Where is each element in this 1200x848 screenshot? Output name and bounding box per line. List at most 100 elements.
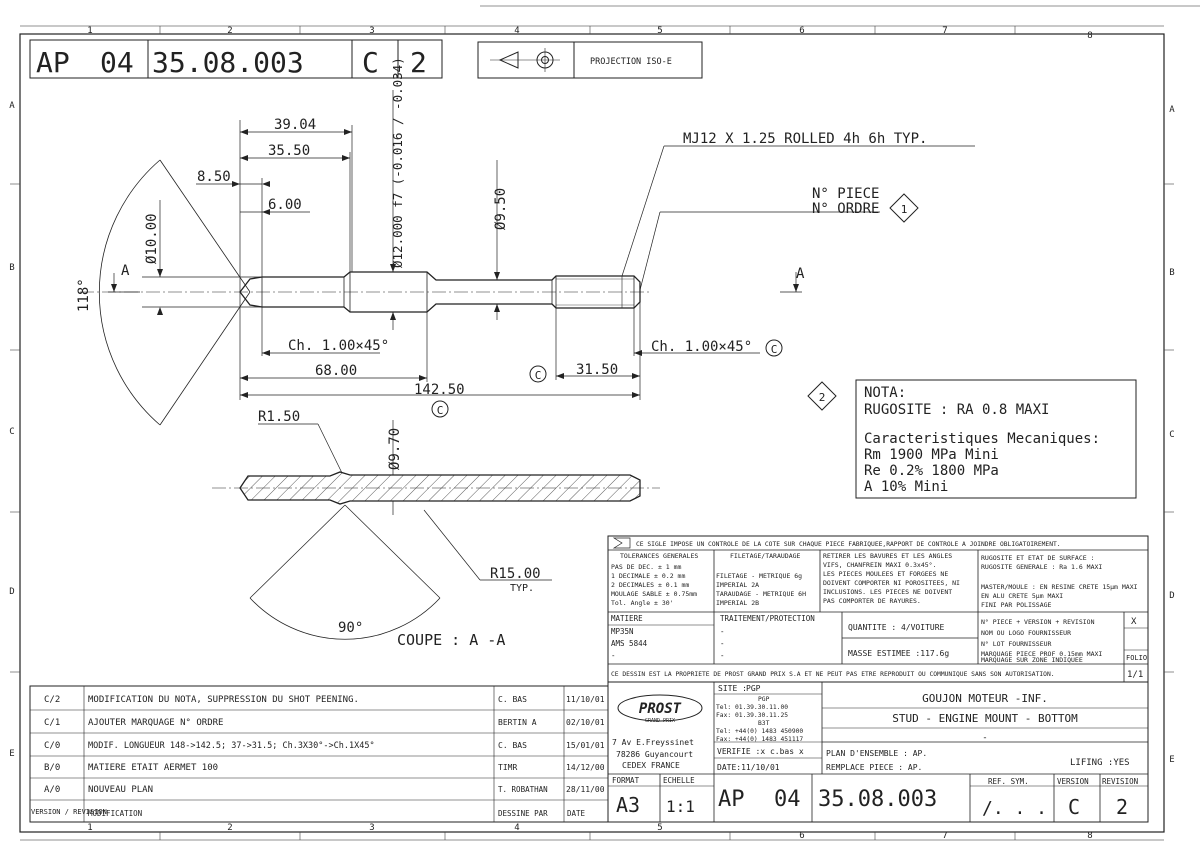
angle-118-arc bbox=[98, 159, 251, 426]
grid-row-b: B bbox=[9, 263, 14, 273]
grid-col-5b: 5 bbox=[657, 823, 662, 833]
revision-row: C/1 AJOUTER MARQUAGE N° ORDRE BERTIN A 0… bbox=[44, 718, 605, 728]
svg-text:28/11/00: 28/11/00 bbox=[566, 785, 605, 794]
prost-logo-sub: GRAND PRIX bbox=[645, 718, 675, 724]
dim-dia-10: Ø10.00 bbox=[144, 213, 160, 264]
chamfer-left: Ch. 1.00×45° bbox=[288, 338, 389, 354]
svg-text:T. ROBATHAN: T. ROBATHAN bbox=[498, 785, 548, 794]
marquage-0: N° PIECE + VERSION + REVISION bbox=[981, 618, 1095, 626]
dim-angle-118: 118° bbox=[76, 278, 92, 312]
radius-15: R15.00 bbox=[490, 566, 541, 582]
nota-marker: 2 bbox=[819, 391, 826, 404]
bottom-dimensions bbox=[239, 292, 760, 400]
folio-value: 1/1 bbox=[1127, 670, 1143, 680]
svg-text:B/0: B/0 bbox=[44, 763, 60, 773]
grid-col-3: 3 bbox=[369, 26, 374, 36]
svg-text:15/01/01: 15/01/01 bbox=[566, 741, 605, 750]
title-line-2: STUD - ENGINE MOUNT - BOTTOM bbox=[892, 712, 1078, 725]
dimension-texts: 39.04 35.50 8.50 6.00 Ø10.00 118° Ø12.00… bbox=[76, 57, 927, 398]
site-value: PGP bbox=[746, 684, 761, 693]
rev-header-by: DESSINE PAR bbox=[498, 809, 548, 818]
revision-row: C/0 MODIF. LONGUEUR 148->142.5; 37->31.5… bbox=[44, 741, 605, 751]
projection-symbol-icon bbox=[490, 48, 560, 72]
nota-box: 2 NOTA: RUGOSITE : RA 0.8 MAXI Caracteri… bbox=[807, 379, 1137, 499]
remplace-piece: REMPLACE PIECE : AP. bbox=[826, 763, 922, 772]
svg-text:MATIERE ETAIT AERMET 100: MATIERE ETAIT AERMET 100 bbox=[88, 763, 218, 773]
grid-col-2: 2 bbox=[227, 26, 232, 36]
svg-text:02/10/01: 02/10/01 bbox=[566, 718, 605, 727]
section-view bbox=[212, 420, 660, 640]
nota-line-0: NOTA: bbox=[864, 385, 906, 401]
block-ap-num: 04 bbox=[774, 787, 801, 812]
svg-text:C: C bbox=[437, 404, 444, 417]
marquage-3: MARQUAGE PIECE PROF 0.15mm MAXI bbox=[981, 650, 1102, 658]
grid-col-4: 4 bbox=[514, 26, 519, 36]
filet-title: FILETAGE/TARAUDAGE bbox=[730, 552, 801, 560]
pgp-1: Tel: 01.39.30.11.00 bbox=[716, 704, 788, 711]
bavures-0: RETIRER LES BAVURES ET LES ANGLES bbox=[823, 552, 952, 560]
matiere-0: MP35N bbox=[611, 627, 634, 636]
traitement-2: - bbox=[720, 651, 725, 660]
revision-value: 2 bbox=[1116, 795, 1128, 819]
grid-row-a: A bbox=[9, 101, 15, 111]
grid-col-8b: 8 bbox=[1087, 831, 1092, 841]
version-value: C bbox=[1068, 795, 1080, 819]
matiere-1: AMS 5844 bbox=[611, 639, 648, 648]
dim-arrows bbox=[111, 129, 799, 320]
bottom-arrows bbox=[240, 350, 642, 398]
tol-title: TOLERANCES GENERALES bbox=[620, 552, 698, 560]
header-part-no: 35.08.003 bbox=[152, 46, 304, 79]
title-line-1: GOUJON MOTEUR -INF. bbox=[922, 692, 1048, 705]
svg-text:MODIFICATION DU NOTA, SUPPRESS: MODIFICATION DU NOTA, SUPPRESSION DU SHO… bbox=[88, 695, 359, 705]
site-label: SITE : bbox=[718, 684, 747, 693]
grid-col-7: 7 bbox=[942, 26, 947, 36]
stud-side-view bbox=[80, 271, 650, 313]
nota-line-5: Re 0.2% 1800 MPa bbox=[864, 463, 999, 479]
dim-dia-9-50: Ø9.50 bbox=[493, 188, 509, 230]
section-a-right: A bbox=[796, 266, 805, 282]
coupe-label: COUPE : A -A bbox=[397, 631, 505, 649]
version-label: VERSION bbox=[1057, 777, 1089, 786]
revision-table: C/2 MODIFICATION DU NOTA, SUPPRESSION DU… bbox=[31, 695, 605, 818]
svg-text:C/1: C/1 bbox=[44, 718, 60, 728]
rugo-0: RUGOSITE ET ETAT DE SURFACE : bbox=[981, 554, 1095, 562]
svg-text:1: 1 bbox=[901, 203, 908, 216]
bavures-2: LES PIECES MOULEES ET FORGEES NE bbox=[823, 570, 948, 578]
folio-label: FOLIO bbox=[1126, 654, 1147, 662]
filet-row-2: TARAUDAGE - METRIQUE 6H bbox=[716, 590, 806, 598]
date: DATE:11/10/01 bbox=[717, 763, 780, 772]
bavures-5: PAS COMPORTER DE RAYURES. bbox=[823, 597, 921, 605]
dim-6-00: 6.00 bbox=[268, 197, 302, 213]
dim-31-50: 31.50 bbox=[576, 362, 618, 378]
address-0: 7 Av E.Freyssinet bbox=[612, 738, 694, 747]
format-label: FORMAT bbox=[612, 776, 640, 785]
rugo-1: RUGOSITE GENERALE : Ra 1.6 MAXI bbox=[981, 563, 1102, 571]
nota-line-1: RUGOSITE : RA 0.8 MAXI bbox=[864, 402, 1049, 418]
note-1-diamond-icon: 1 bbox=[889, 193, 919, 223]
plan-ensemble: PLAN D'ENSEMBLE : AP. bbox=[826, 749, 927, 758]
svg-text:C. BAS: C. BAS bbox=[498, 695, 527, 704]
grid-row-e: E bbox=[9, 749, 14, 759]
tol-row-4: Tol. Angle ± 30' bbox=[611, 599, 674, 607]
section-a-left: A bbox=[121, 263, 130, 279]
rugo-4: EN ALU CRETE 5µm MAXI bbox=[981, 592, 1063, 600]
filet-row-3: IMPERIAL 2B bbox=[716, 599, 759, 607]
grid-col-6b: 6 bbox=[799, 831, 804, 841]
bavures-4: INCLUSIONS. LES PIECES NE DOIVENT bbox=[823, 588, 952, 596]
filet-row-1: IMPERIAL 2A bbox=[716, 581, 759, 589]
address-1: 78286 Guyancourt bbox=[616, 750, 693, 759]
grid-row-d: D bbox=[9, 587, 14, 597]
grid-col-8: 8 bbox=[1087, 31, 1092, 41]
dim-142-50: 142.50 bbox=[414, 382, 465, 398]
grid-col-6: 6 bbox=[799, 26, 804, 36]
angle-90: 90° bbox=[338, 620, 363, 636]
rev-header-desc: MODIFICATION bbox=[88, 809, 142, 818]
propriete-text: CE DESSIN EST LA PROPRIETE DE PROST GRAN… bbox=[611, 671, 1055, 678]
radius-1-50: R1.50 bbox=[258, 409, 300, 425]
echelle-label: ECHELLE bbox=[663, 776, 695, 785]
svg-text:C: C bbox=[771, 343, 778, 356]
pgp-0: PGP bbox=[758, 696, 770, 703]
ref-sym-label: REF. SYM. bbox=[988, 777, 1029, 786]
grid-row-c: C bbox=[9, 427, 14, 437]
traitement-1: - bbox=[720, 639, 725, 648]
